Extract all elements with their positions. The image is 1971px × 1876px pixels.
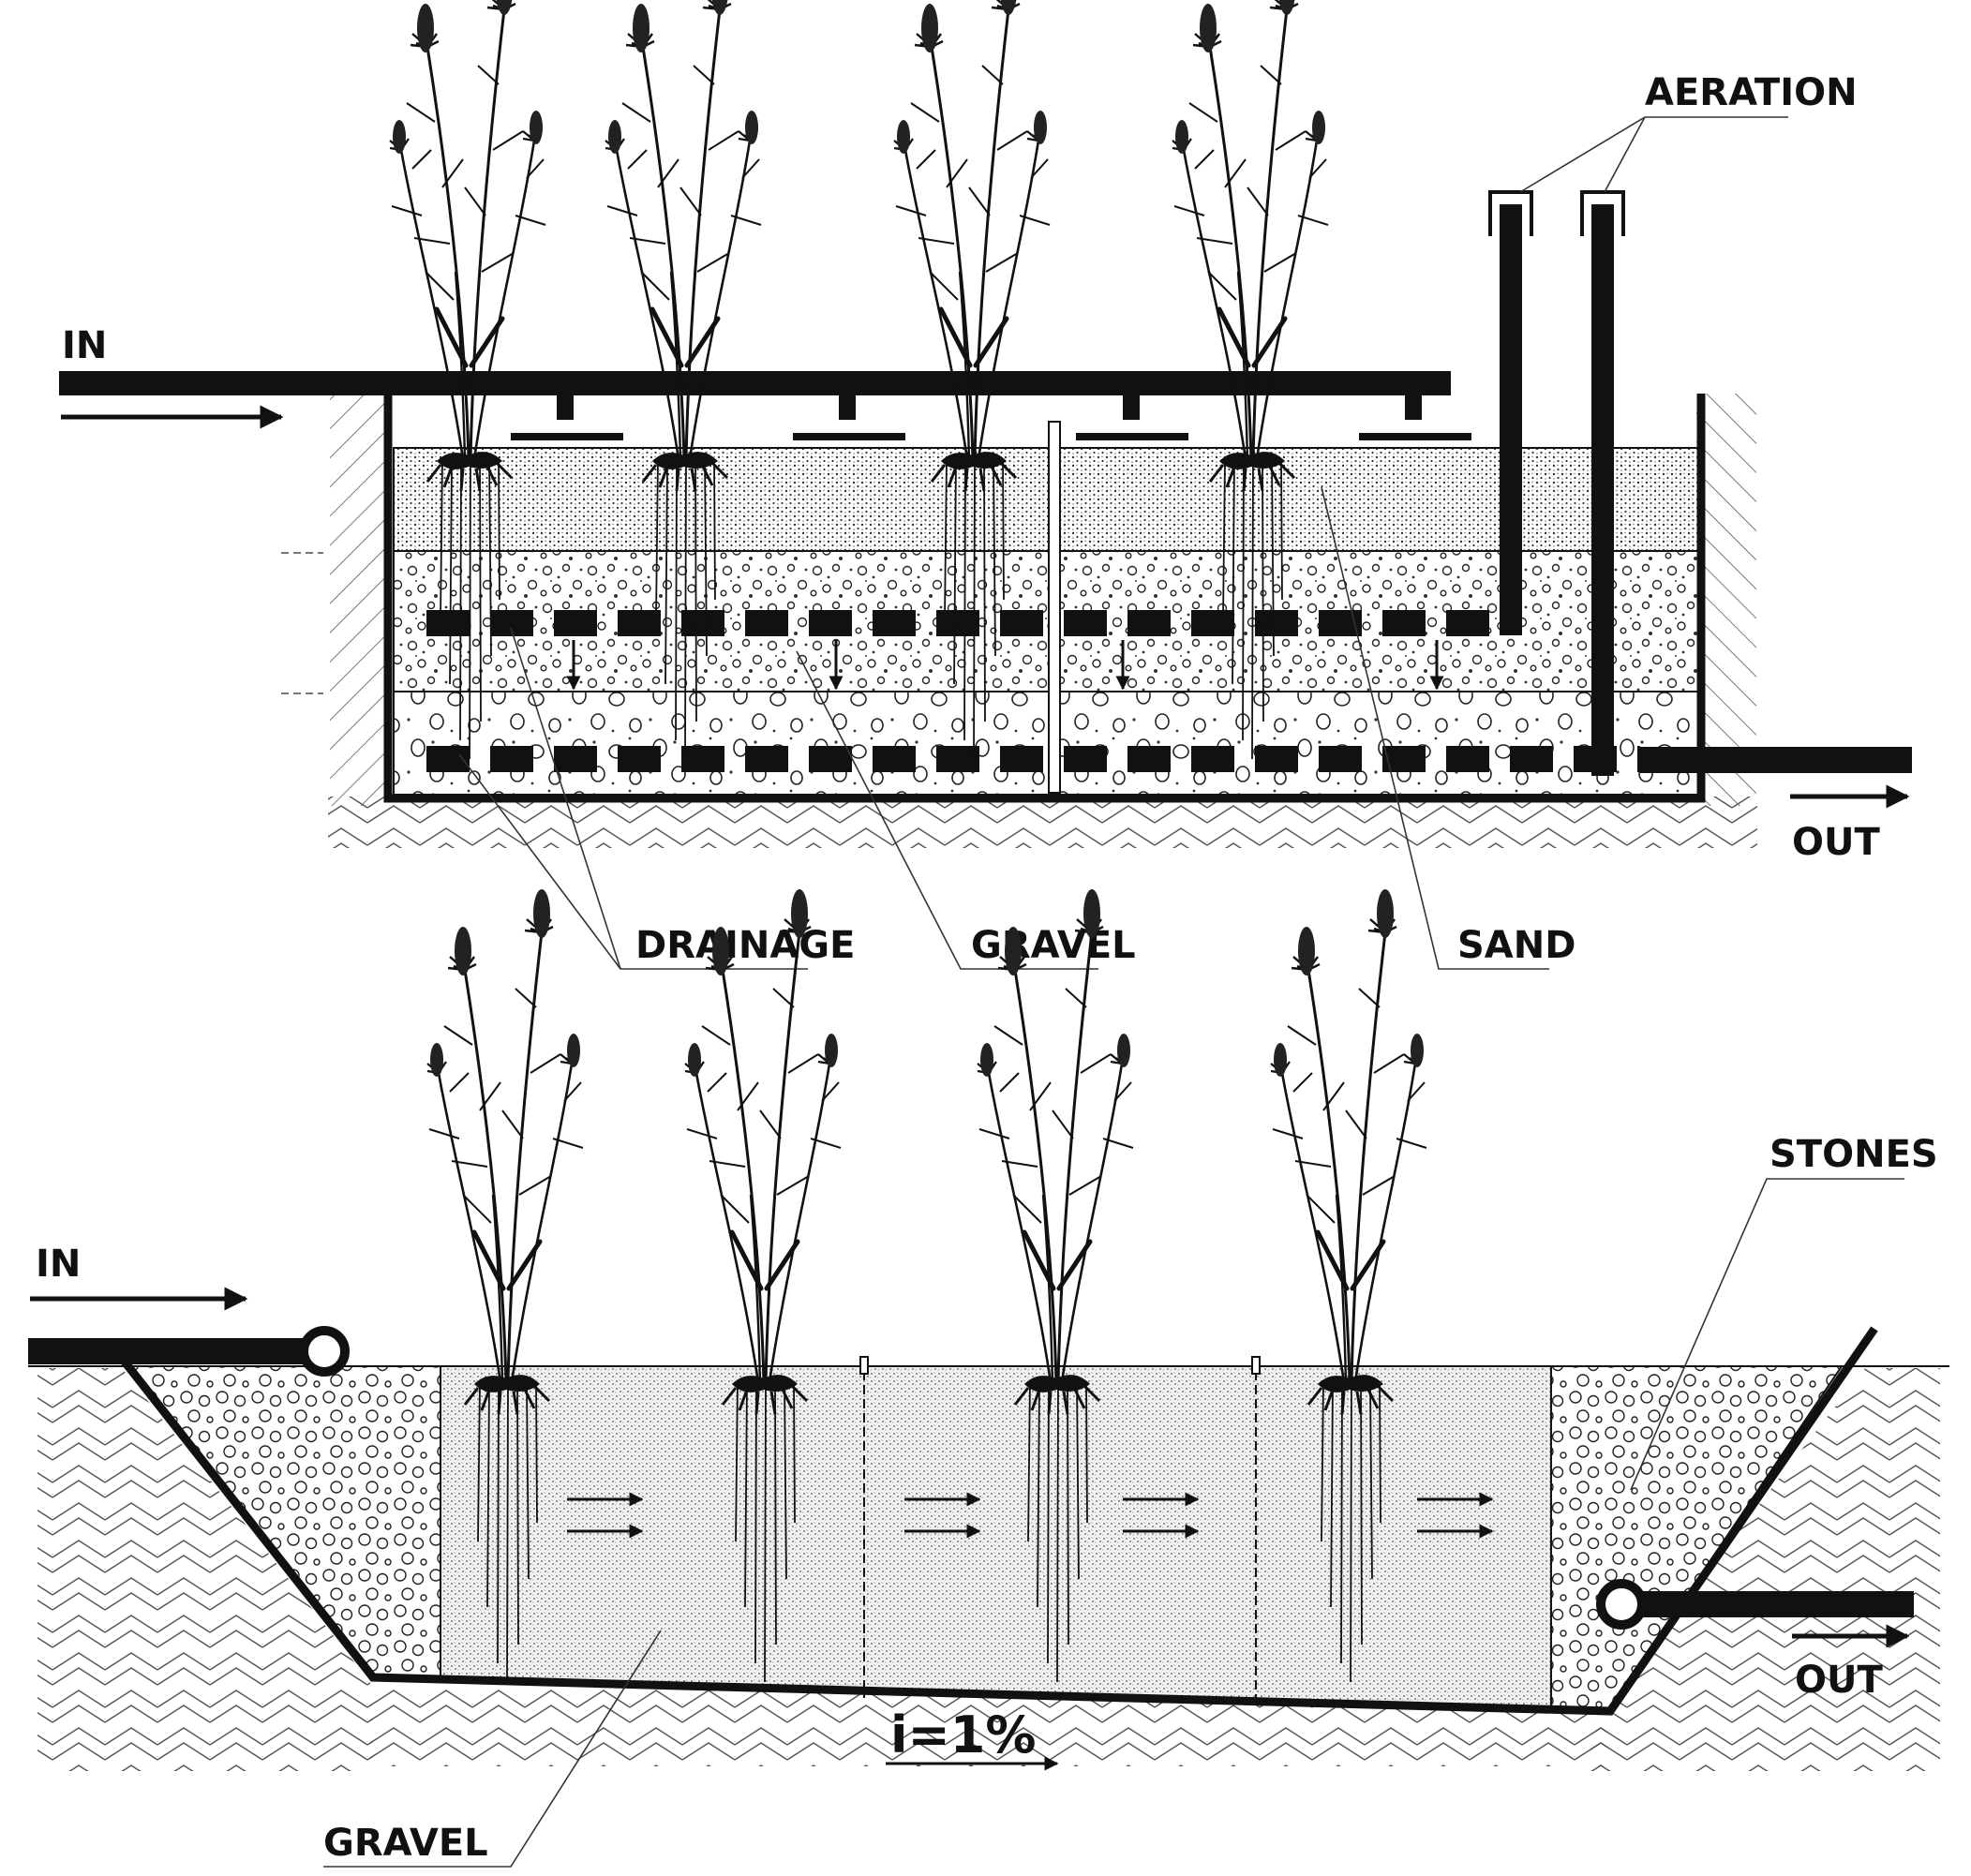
aeration-label: AERATION — [1645, 71, 1858, 114]
distributor-outlets — [511, 395, 1471, 440]
reed-icon — [390, 0, 545, 491]
sand-layer — [393, 447, 1700, 552]
leader-lines-upper — [458, 116, 1788, 970]
stones-label: STONES — [1769, 1133, 1938, 1176]
reed-icon — [894, 0, 1050, 491]
inlet-pipe — [59, 371, 1451, 395]
coarse-drainage-layer — [393, 691, 1700, 796]
upper-inlet-label: IN — [62, 324, 107, 367]
reed-icon — [605, 0, 761, 491]
drainage-label: DRAINAGE — [635, 924, 855, 967]
horizontal-flow-bed-section: i=1% IN OUT STONES GRAVEL — [28, 889, 1949, 1868]
left-basin-soil — [37, 1368, 375, 1771]
aeration-pipes — [1488, 190, 1625, 776]
inlet-elbow — [299, 1326, 350, 1377]
leader-lines-lower — [323, 1178, 1904, 1868]
bottom-soil — [328, 797, 1757, 848]
outlet-elbow — [1596, 1579, 1647, 1630]
bed-container — [383, 394, 1706, 803]
reed-icon — [685, 889, 841, 1414]
lower-gravel-label: GRAVEL — [323, 1822, 488, 1865]
lower-outlet-label: OUT — [1795, 1659, 1883, 1702]
left-soil-wall — [330, 394, 386, 806]
upper-gravel-label: GRAVEL — [971, 924, 1136, 967]
reed-icon — [978, 889, 1133, 1414]
right-soil-wall — [1696, 394, 1756, 806]
gravel-filter-zone — [440, 1365, 1552, 1711]
reed-icon — [1172, 0, 1328, 491]
sand-label: SAND — [1457, 924, 1575, 967]
right-basin-soil — [1584, 1368, 1940, 1771]
inspection-tube — [1048, 421, 1061, 794]
basin-liner — [120, 1326, 1878, 1716]
lower-inlet-pipe — [28, 1338, 319, 1364]
vertical-flow-bed-section: IN OUT AERATION DRAINAGE GRAVEL SAND — [59, 0, 1912, 970]
lower-inlet-label: IN — [36, 1243, 81, 1286]
tube-cap — [1251, 1356, 1261, 1375]
reed-icon — [1271, 889, 1426, 1414]
slope-label: i=1% — [890, 1705, 1036, 1764]
tube-cap — [859, 1356, 869, 1375]
horizontal-flow-arrows — [567, 1492, 1494, 1539]
lower-outlet-pipe — [1635, 1591, 1914, 1617]
downward-flow-arrows — [566, 640, 1444, 691]
outlet-pipe — [1640, 747, 1912, 773]
upper-outlet-label: OUT — [1792, 821, 1880, 864]
reed-icon — [427, 889, 583, 1414]
